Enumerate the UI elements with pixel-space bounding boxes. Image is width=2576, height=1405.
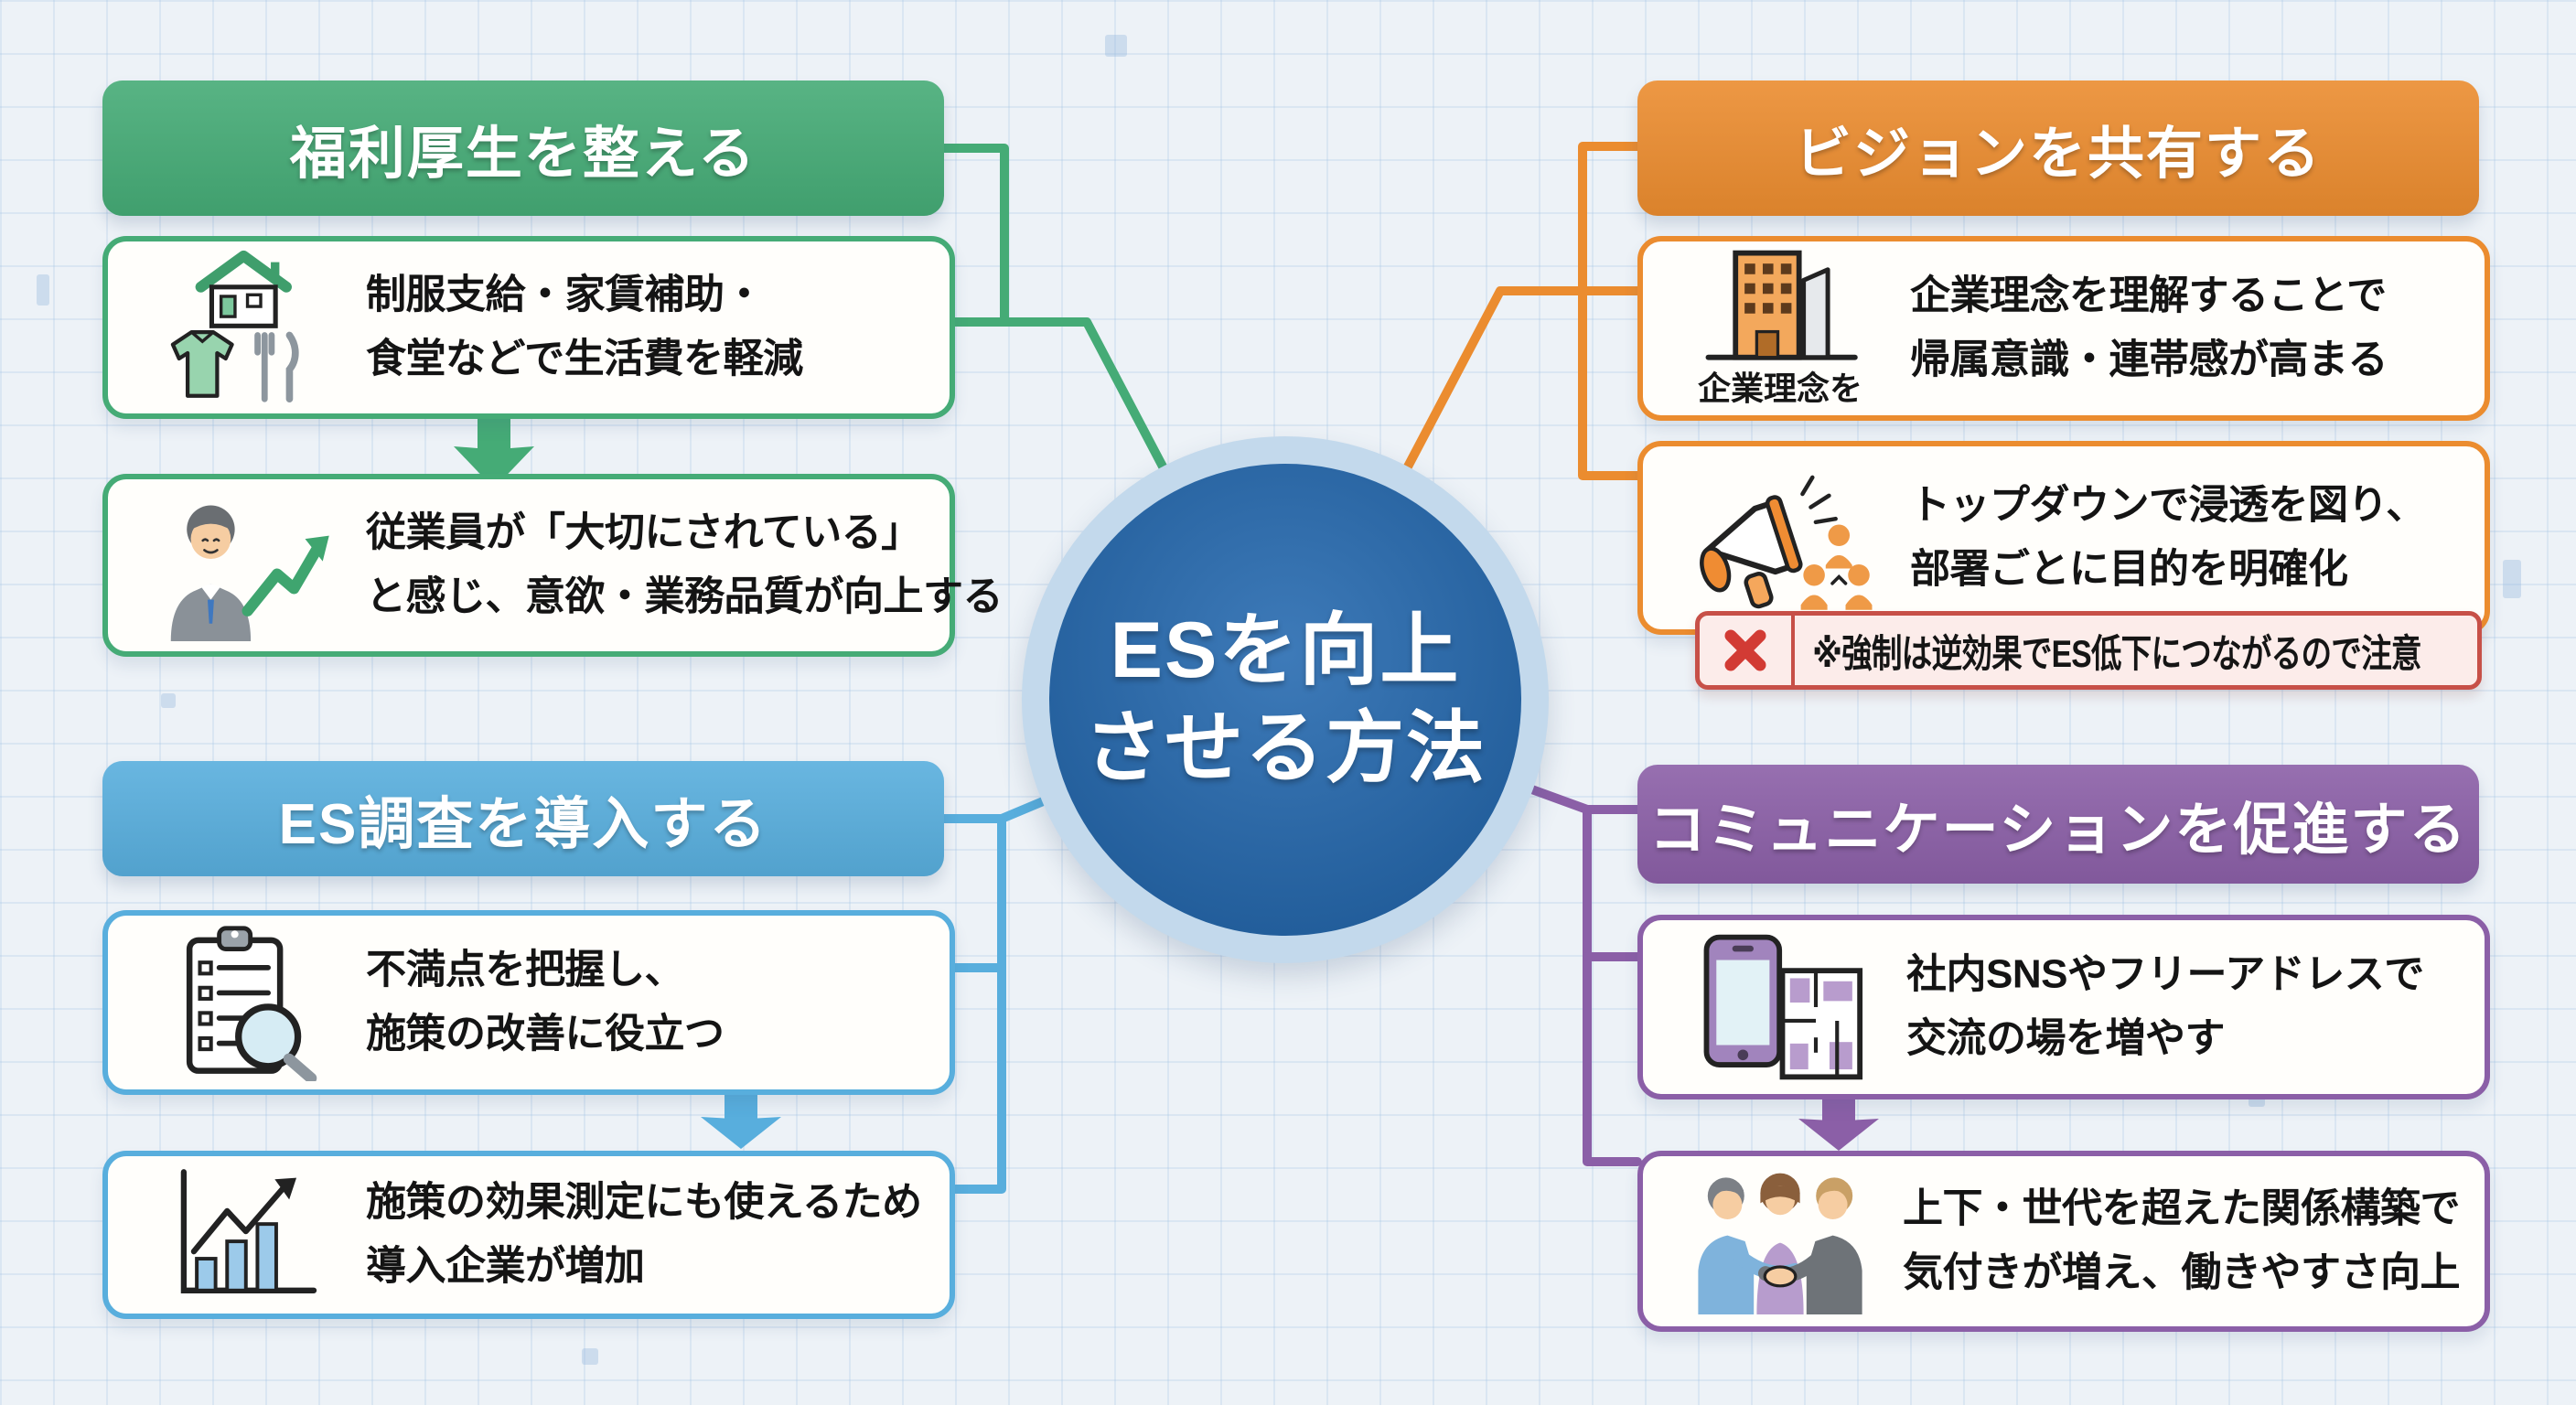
adoption-chart-icon [135, 1166, 355, 1303]
deco-square [161, 693, 176, 708]
section-header-label: 福利厚生を整える [289, 123, 757, 186]
section-header-communication: コミュニケーションを促進する [1637, 765, 2479, 884]
vision-topdown-text: トップダウンで浸透を図り、 部署ごとに目的を明確化 [1910, 474, 2426, 603]
deco-square [37, 274, 49, 306]
center-circle-face: ESを向上 させる方法 [1049, 464, 1521, 936]
center-title-line: させる方法 [1084, 704, 1487, 792]
communication-box-relationships: 上下・世代を超えた関係構築で 気付きが増え、働きやすさ向上 [1637, 1151, 2490, 1332]
survey-box-adoption: 施策の効果測定にも使えるため 導入企業が増加 [102, 1151, 955, 1319]
text-line: 上下・世代を超えた関係構築で [1903, 1185, 2461, 1231]
text-line: 施策の効果測定にも使えるため [366, 1179, 922, 1225]
text-line: 交流の場を増やす [1906, 1016, 2225, 1061]
text-line: 制服支給・家賃補助・ [366, 272, 764, 317]
vision-warning-note: ※強制は逆効果でES低下につながるので注意 [1695, 611, 2482, 690]
handshake-icon [1670, 1168, 1890, 1314]
megaphone-icon [1670, 459, 1890, 617]
survey-down-arrow [701, 1090, 781, 1153]
deco-square [582, 1348, 598, 1365]
vision-box-philosophy: 企業理念を 企業理念を理解することで 帰属意識・連帯感が高まる [1637, 236, 2490, 421]
employee-growth-icon [135, 489, 355, 641]
section-header-label: コミュニケーションを促進する [1648, 799, 2468, 862]
section-header-label: ES調査を導入する [278, 793, 768, 856]
building-caption: 企業理念を [1697, 370, 1862, 407]
deco-square [1105, 35, 1127, 57]
text-line: 気付きが増え、働きやすさ向上 [1903, 1250, 2461, 1295]
survey-adoption-text: 施策の効果測定にも使えるため 導入企業が増加 [366, 1171, 922, 1300]
text-line: トップダウンで浸透を図り、 [1910, 482, 2426, 528]
text-line: 不満点を把握し、 [366, 947, 684, 992]
section-header-vision: ビジョンを共有する [1637, 80, 2479, 216]
communication-sns-text: 社内SNSやフリーアドレスで 交流の場を増やす [1906, 943, 2424, 1072]
welfare-benefits-icon [135, 250, 355, 405]
center-title-line: ESを向上 [1110, 606, 1461, 694]
communication-box-sns: 社内SNSやフリーアドレスで 交流の場を増やす [1637, 915, 2490, 1099]
section-header-welfare: 福利厚生を整える [102, 80, 944, 216]
welfare-box-motivation: 従業員が「大切にされている」 と感じ、意欲・業務品質が向上する [102, 474, 1004, 657]
connector-vision [1578, 142, 1642, 480]
section-header-survey: ES調査を導入する [102, 761, 944, 876]
welfare-down-arrow [454, 412, 534, 493]
communication-down-arrow [1798, 1092, 1879, 1155]
welfare-box-benefits: 制服支給・家賃補助・ 食堂などで生活費を軽減 [102, 236, 955, 419]
connector-communication [1583, 805, 1642, 1166]
text-line: 施策の改善に役立つ [366, 1012, 724, 1056]
vision-box-topdown: トップダウンで浸透を図り、 部署ごとに目的を明確化 [1637, 441, 2490, 635]
vision-philosophy-text: 企業理念を理解することで 帰属意識・連帯感が高まる [1910, 264, 2388, 393]
text-line: 社内SNSやフリーアドレスで [1906, 951, 2424, 997]
text-line: 部署ごとに目的を明確化 [1910, 547, 2348, 592]
text-line: 導入企業が増加 [366, 1244, 645, 1289]
warning-text: ※強制は逆効果でES低下につながるので注意 [1812, 631, 2421, 675]
survey-clipboard-icon [135, 924, 355, 1081]
text-line: と感じ、意欲・業務品質が向上する [366, 574, 1004, 619]
text-line: 食堂などで生活費を軽減 [366, 337, 803, 381]
text-line: 従業員が「大切にされている」 [366, 509, 921, 555]
center-circle: ESを向上 させる方法 [1022, 436, 1549, 963]
text-line: 帰属意識・連帯感が高まる [1910, 338, 2388, 382]
section-header-label: ビジョンを共有する [1794, 123, 2322, 186]
connector-survey [939, 814, 1006, 1194]
survey-issues-text: 不満点を把握し、 施策の改善に役立つ [366, 938, 724, 1067]
connector-welfare [939, 144, 1009, 327]
communication-relationships-text: 上下・世代を超えた関係構築で 気付きが増え、働きやすさ向上 [1903, 1177, 2461, 1306]
welfare-benefits-text: 制服支給・家賃補助・ 食堂などで生活費を軽減 [366, 263, 803, 392]
company-building-icon: 企業理念を [1670, 247, 1890, 410]
survey-box-issues: 不満点を把握し、 施策の改善に役立つ [102, 910, 955, 1095]
deco-square [2503, 560, 2521, 598]
text-line: 企業理念を理解することで [1910, 273, 2387, 318]
cross-icon [1700, 616, 1795, 685]
welfare-motivation-text: 従業員が「大切にされている」 と感じ、意欲・業務品質が向上する [366, 501, 1004, 630]
sns-free-address-icon [1670, 931, 1890, 1083]
